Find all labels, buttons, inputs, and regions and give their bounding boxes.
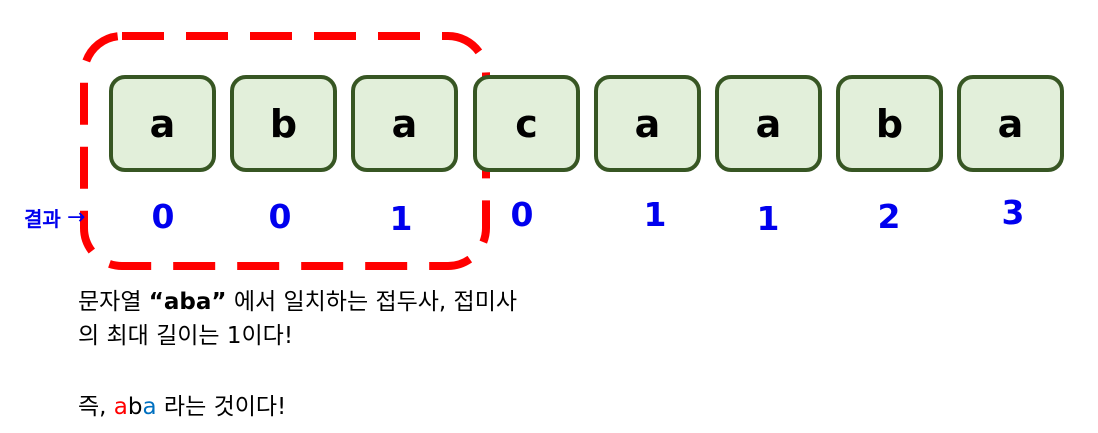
conclusion-char: b: [127, 394, 143, 420]
char-cell: b: [836, 75, 943, 172]
char-cell: a: [957, 75, 1064, 172]
result-value: 0: [151, 197, 175, 236]
description-text: 문자열 “aba” 에서 일치하는 접두사, 접미사의 최대 길이는 1이다!: [78, 285, 518, 353]
right-arrow-icon: →: [66, 205, 86, 230]
char-label: a: [391, 101, 418, 146]
char-cell: a: [109, 75, 216, 172]
result-value: 2: [877, 197, 901, 236]
char-cell: a: [594, 75, 701, 172]
conclusion-lead: 즉,: [78, 394, 114, 420]
description-suffix: 에서 일치하는 접두사, 접미사의 최대 길이는 1이다!: [78, 289, 518, 349]
char-label: a: [634, 101, 661, 146]
char-label: a: [755, 101, 782, 146]
char-cell: a: [715, 75, 822, 172]
conclusion-char-blue: a: [142, 394, 157, 420]
result-value: 3: [1001, 193, 1025, 232]
char-label: a: [149, 101, 176, 146]
result-value: 0: [268, 197, 292, 236]
result-label-text: 결과: [24, 207, 61, 231]
char-label: b: [269, 101, 298, 146]
char-label: b: [875, 101, 904, 146]
result-value: 1: [389, 199, 413, 238]
result-value: 1: [756, 199, 780, 238]
result-value: 1: [643, 195, 667, 234]
conclusion-text: 즉, aba 라는 것이다!: [78, 387, 286, 421]
conclusion-tail: 라는 것이다!: [156, 394, 287, 420]
result-value: 0: [510, 195, 534, 234]
char-cell: a: [351, 75, 458, 172]
description-prefix: 문자열: [78, 289, 149, 315]
char-label: a: [997, 101, 1024, 146]
char-cell: c: [473, 75, 580, 172]
result-label: 결과 →: [24, 203, 85, 232]
conclusion-char-red: a: [113, 394, 128, 420]
description-quoted-string: “aba”: [148, 289, 227, 315]
char-cell: b: [230, 75, 337, 172]
char-label: c: [515, 101, 538, 146]
